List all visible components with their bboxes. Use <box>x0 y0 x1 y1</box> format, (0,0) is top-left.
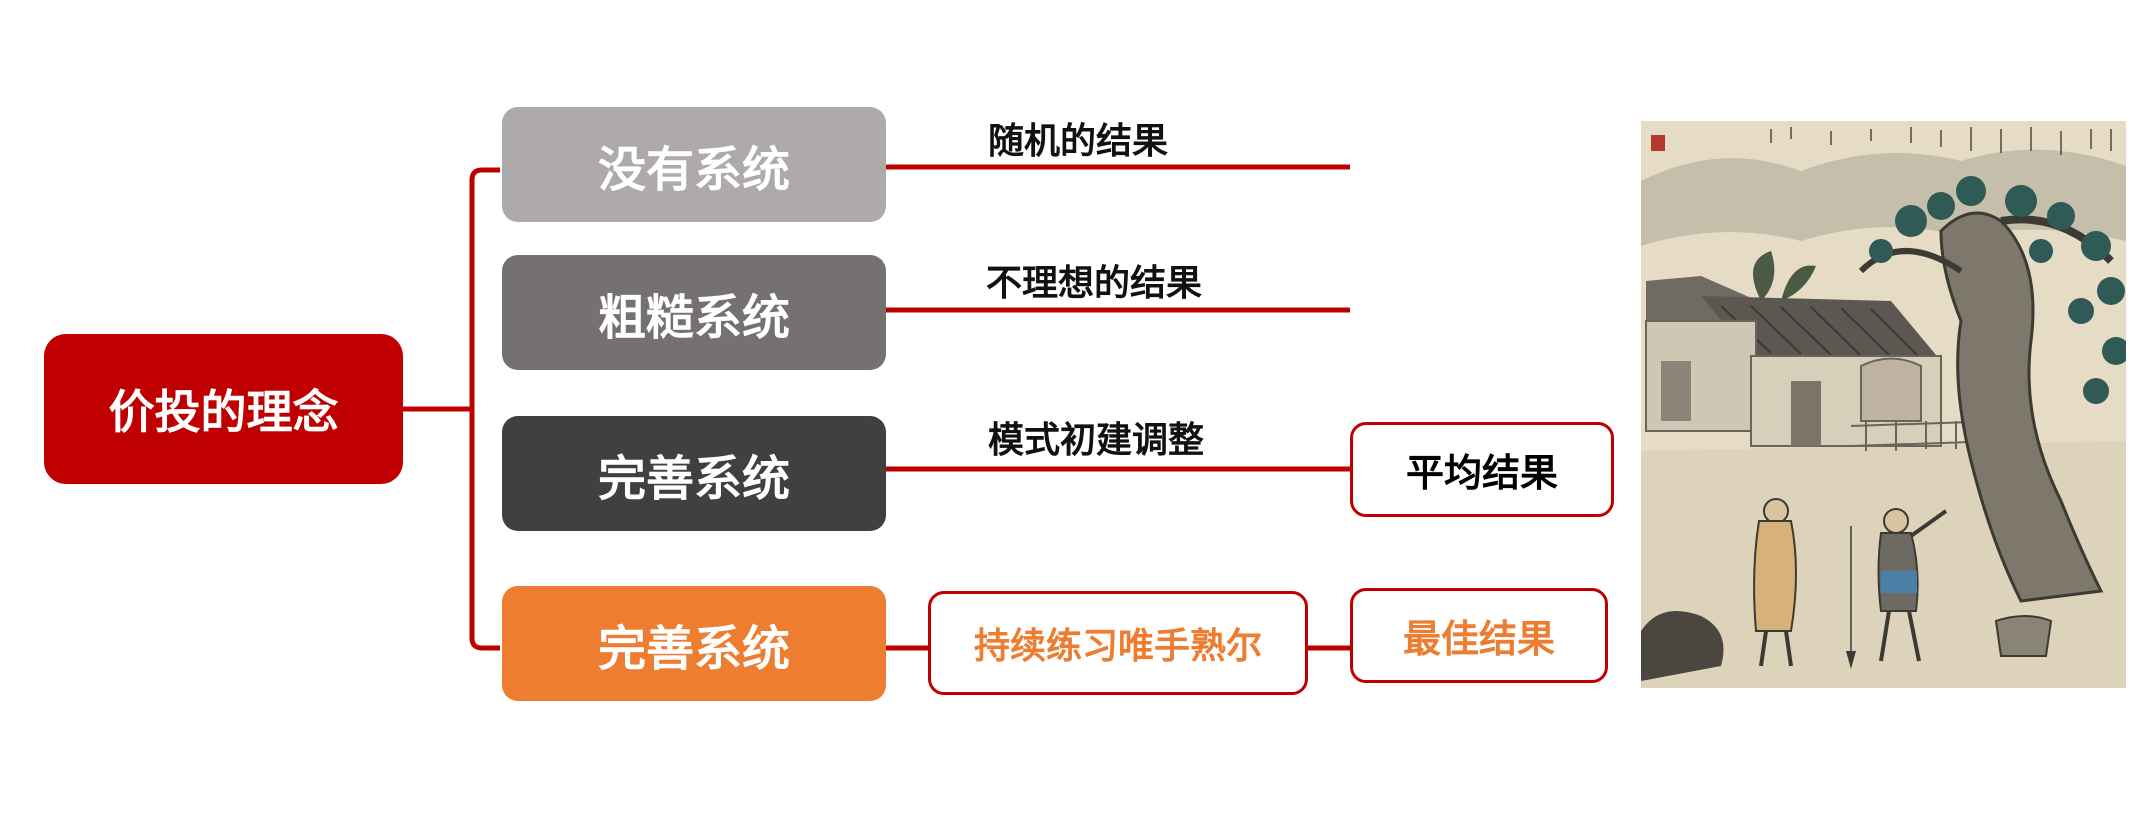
system-label: 完善系统 <box>598 439 790 509</box>
system-node-complete-highlighted: 完善系统 <box>502 586 886 701</box>
result-label: 平均结果 <box>1406 442 1558 497</box>
system-node-none: 没有系统 <box>502 107 886 222</box>
root-node: 价投的理念 <box>44 334 403 484</box>
system-label: 完善系统 <box>598 609 790 679</box>
system-label: 粗糙系统 <box>598 278 790 348</box>
outcome-label-random: 随机的结果 <box>988 112 1168 164</box>
system-label: 没有系统 <box>598 130 790 200</box>
outcome-label-unideal: 不理想的结果 <box>986 254 1202 306</box>
practice-node: 持续练习唯手熟尔 <box>928 591 1308 695</box>
branch-bracket <box>472 170 500 648</box>
result-label: 最佳结果 <box>1403 608 1555 663</box>
outcome-label-pattern: 模式初建调整 <box>988 411 1204 463</box>
root-label: 价投的理念 <box>109 376 339 442</box>
system-node-complete: 完善系统 <box>502 416 886 531</box>
result-node-average: 平均结果 <box>1350 422 1614 517</box>
practice-label: 持续练习唯手熟尔 <box>974 617 1262 669</box>
ink-painting-illustration <box>1641 121 2126 688</box>
system-node-rough: 粗糙系统 <box>502 255 886 370</box>
result-node-best: 最佳结果 <box>1350 588 1608 683</box>
